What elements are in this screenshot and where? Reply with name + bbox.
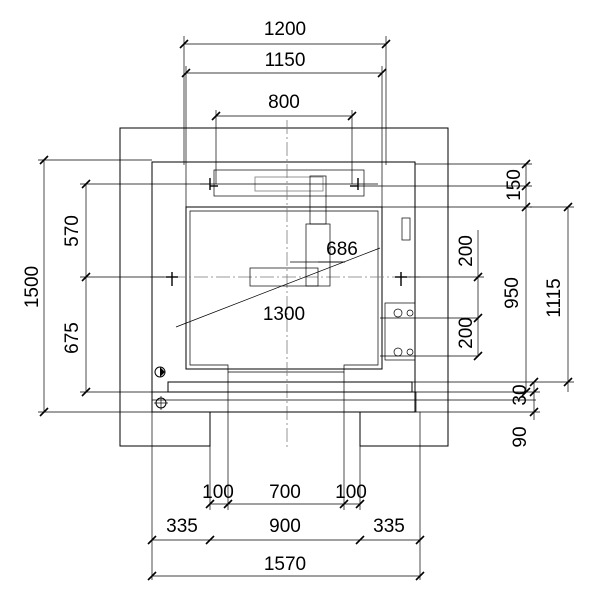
dim-top-1200 [179, 36, 391, 165]
bracket-bolt-bottom-right [406, 348, 414, 356]
dim-label-lower-segment: 675 [62, 322, 83, 354]
dim-label-gap-top: 150 [504, 169, 525, 201]
dim-bottom-1570 [147, 571, 425, 581]
control-bracket [384, 302, 416, 361]
dim-label-shaft-width: 1200 [264, 19, 306, 40]
dim-bottom-335-900-335 [147, 412, 425, 580]
dim-label-sill-depth: 90 [510, 426, 531, 447]
dim-top-800 [211, 110, 357, 184]
bracket-bolt-top-right [406, 309, 414, 317]
dim-left-1500 [38, 155, 152, 417]
dim-left-570-675 [80, 179, 210, 397]
counterweight-zone [213, 169, 365, 197]
car-enclosure-inner [189, 210, 379, 373]
dim-label-jamb-right: 100 [335, 482, 367, 503]
dim-label-car-width-outer: 1150 [265, 50, 306, 71]
dim-label-wall-left: 335 [166, 516, 198, 537]
dim-label-overall-width: 1570 [264, 554, 306, 575]
dim-label-mid: 686 [326, 239, 358, 260]
dim-right-200-200 [405, 230, 484, 361]
leader-1300 [175, 247, 381, 328]
dim-label-door-width-bottom: 900 [269, 516, 301, 537]
sill-plate [167, 381, 413, 393]
car-enclosure-outer [185, 206, 383, 370]
dim-label-wall-right: 335 [373, 516, 405, 537]
dim-label-car-depth: 950 [502, 277, 523, 309]
dim-label-jamb-left: 100 [202, 482, 234, 503]
dim-top-1150 [181, 66, 387, 207]
central-beam [249, 267, 319, 287]
dim-right-30-90 [412, 377, 540, 420]
bracket-bolt-top [393, 308, 403, 318]
dim-label-bracket-upper: 200 [456, 235, 477, 267]
dim-label-door-width-top: 800 [268, 92, 300, 113]
target-symbol-icon [154, 396, 168, 410]
dim-label-bracket-lower: 200 [456, 317, 477, 349]
shaft-wall-outline [119, 127, 449, 447]
dim-label-upper-segment: 570 [62, 215, 83, 247]
dim-label-clear-opening: 700 [269, 482, 301, 503]
dim-label-car: 1300 [263, 304, 305, 325]
traveling-cable-box [309, 175, 327, 225]
alarm-symbol-icon [154, 366, 166, 378]
car-panel-strip [401, 217, 411, 241]
sill-step [151, 391, 417, 413]
dim-right-1115 [412, 202, 574, 392]
dim-bottom-100-700-100 [205, 372, 365, 510]
dim-label-shaft-depth: 1115 [544, 278, 565, 317]
dim-right-150 [358, 159, 532, 207]
dim-label-overall-depth: 1500 [22, 266, 43, 308]
shaft-inner-outline [151, 161, 416, 413]
dim-label-gap-sill: 30 [510, 384, 531, 405]
bracket-bolt-bottom [393, 347, 403, 357]
